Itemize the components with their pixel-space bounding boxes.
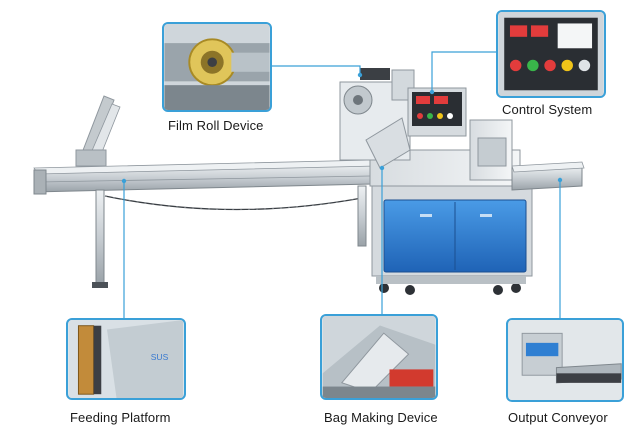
control-system-photo [496,10,606,98]
feeding-platform-photo-icon: SUS [68,320,184,398]
feeding-guide [75,95,121,167]
control-system-label: Control System [502,102,593,117]
output-conveyor-label: Output Conveyor [508,410,608,425]
machine-body [369,149,533,295]
feeding-platform-label: Feeding Platform [70,410,171,425]
feeding-conveyor [33,159,377,288]
bag-making-photo-icon [322,316,436,398]
bag-making-label: Bag Making Device [324,410,438,425]
film-roll-head [339,68,415,169]
bag-making-photo [320,314,438,400]
film-roll-photo-icon [164,24,270,110]
control-cabinet [407,87,467,137]
output-conveyor-photo [506,318,624,402]
output-conveyor [511,161,585,191]
control-panel-photo-icon [498,12,604,96]
output-conveyor-photo-icon [508,320,622,400]
feeding-platform-photo: SUS [66,318,186,400]
film-roll-photo [162,22,272,112]
film-roll-label: Film Roll Device [168,118,264,133]
sealing-unit [469,119,513,181]
svg-text:SUS: SUS [151,352,169,362]
